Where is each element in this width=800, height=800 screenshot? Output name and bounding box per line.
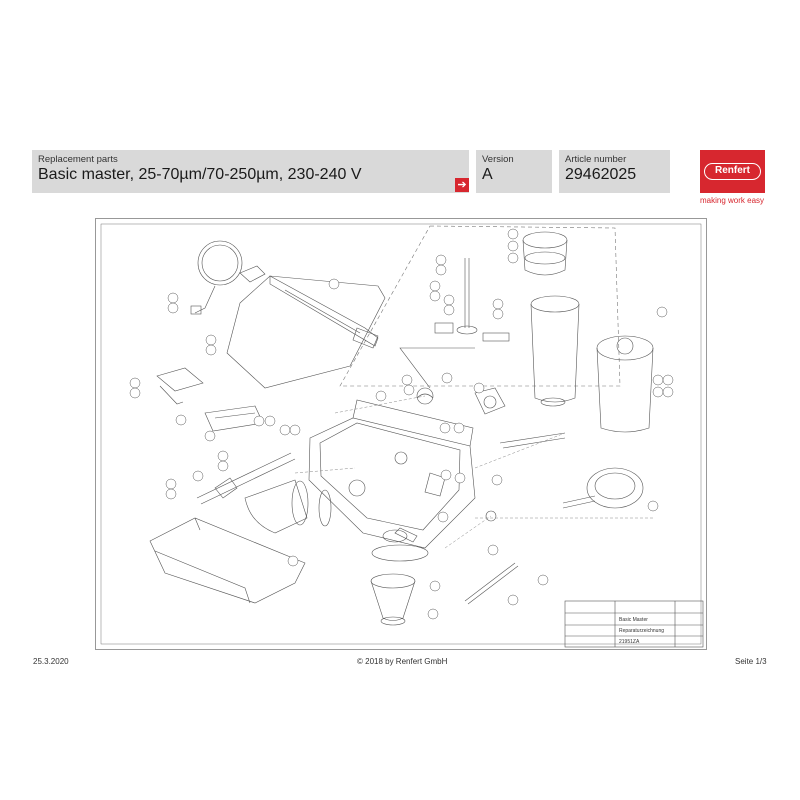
callout-bubbles xyxy=(129,228,674,620)
title-block-line: Basic Master xyxy=(619,617,648,623)
glove-ring xyxy=(244,479,332,534)
version-field: Version A xyxy=(476,150,552,193)
arrow-right-icon[interactable]: ➔ xyxy=(455,178,469,192)
cable-assembly xyxy=(190,240,266,315)
filter-housing-group xyxy=(339,225,654,433)
lower-right-tube xyxy=(464,510,519,605)
brand-tagline: making work easy xyxy=(700,196,765,205)
footer-page: Seite 1/3 xyxy=(735,657,767,666)
footer-date: 25.3.2020 xyxy=(33,657,69,666)
product-title: Basic master, 25-70µm/70-250µm, 230-240 … xyxy=(38,166,362,183)
drawing-frame xyxy=(95,218,707,650)
dust-funnel xyxy=(370,544,429,626)
title-label: Replacement parts xyxy=(38,154,118,165)
pressure-regulator xyxy=(416,387,566,449)
lamp-assembly xyxy=(156,367,296,505)
logo-text: Renfert xyxy=(704,163,761,180)
version-label: Version xyxy=(482,154,514,165)
title-block xyxy=(564,600,704,648)
version-value: A xyxy=(482,166,493,183)
leader-lines xyxy=(294,395,655,549)
article-number: 29462025 xyxy=(565,166,637,183)
main-cabinet xyxy=(308,399,476,549)
fan-unit xyxy=(562,467,644,509)
title-block-line: Reparaturzeichnung xyxy=(619,628,664,634)
bottom-tray xyxy=(149,517,306,604)
drawing-inner-frame xyxy=(100,223,702,645)
article-field: Article number 29462025 xyxy=(559,150,670,193)
renfert-logo: Renfert xyxy=(700,150,765,193)
title-block-line: 21951ZA xyxy=(619,639,640,645)
article-label: Article number xyxy=(565,154,627,165)
title-field: Replacement parts Basic master, 25-70µm/… xyxy=(32,150,469,193)
lid-plate xyxy=(226,275,386,389)
footer-copyright: © 2018 by Renfert GmbH xyxy=(357,657,448,666)
